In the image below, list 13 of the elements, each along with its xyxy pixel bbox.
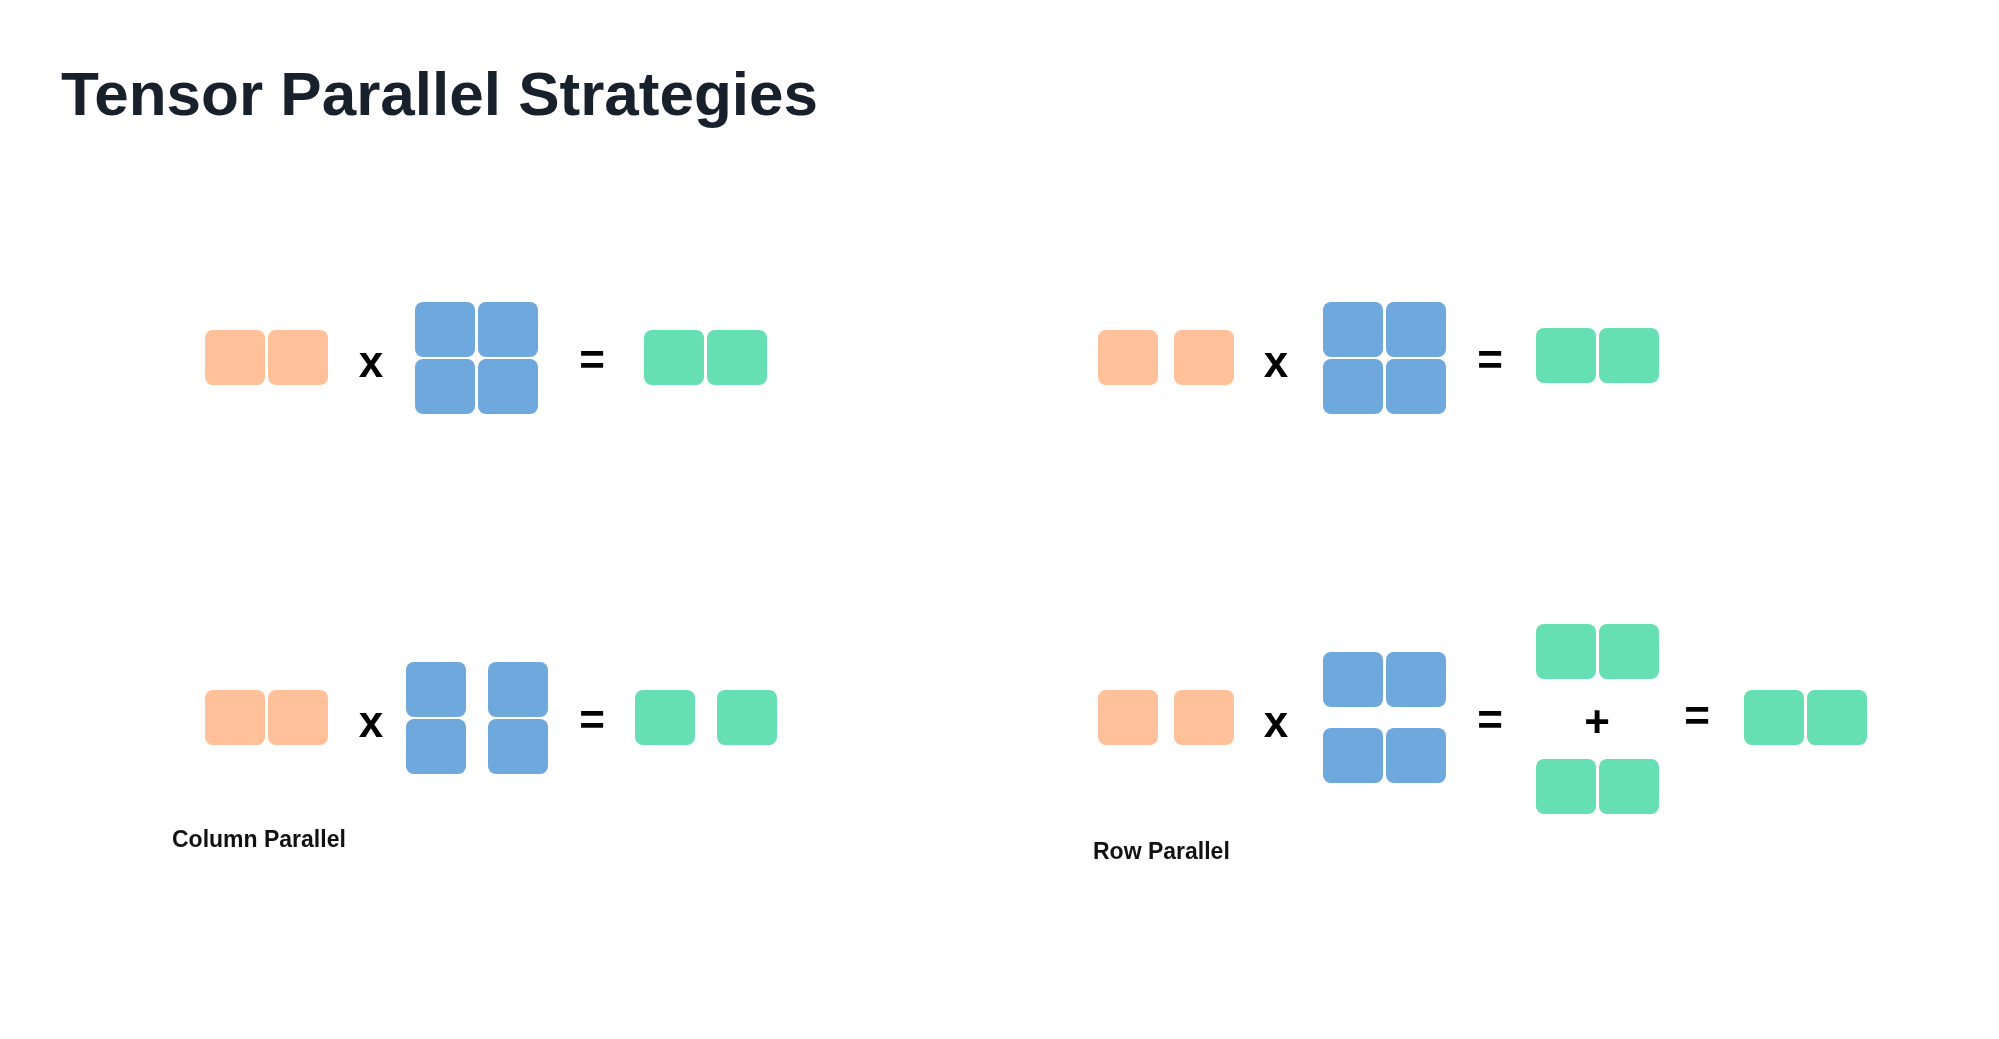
multiply-sign: x: [1263, 340, 1289, 384]
equals-sign: =: [579, 698, 605, 742]
plus-sign: +: [1584, 700, 1610, 744]
multiply-sign: x: [358, 340, 384, 384]
equals-sign: =: [1684, 694, 1710, 738]
caption: Row Parallel: [1093, 838, 1230, 865]
equals-sign: =: [1477, 698, 1503, 742]
diagram-title: Tensor Parallel Strategies: [61, 58, 818, 129]
multiply-sign: x: [358, 700, 384, 744]
equals-sign: =: [579, 338, 605, 382]
caption: Column Parallel: [172, 826, 346, 853]
multiply-sign: x: [1263, 700, 1289, 744]
equals-sign: =: [1477, 338, 1503, 382]
